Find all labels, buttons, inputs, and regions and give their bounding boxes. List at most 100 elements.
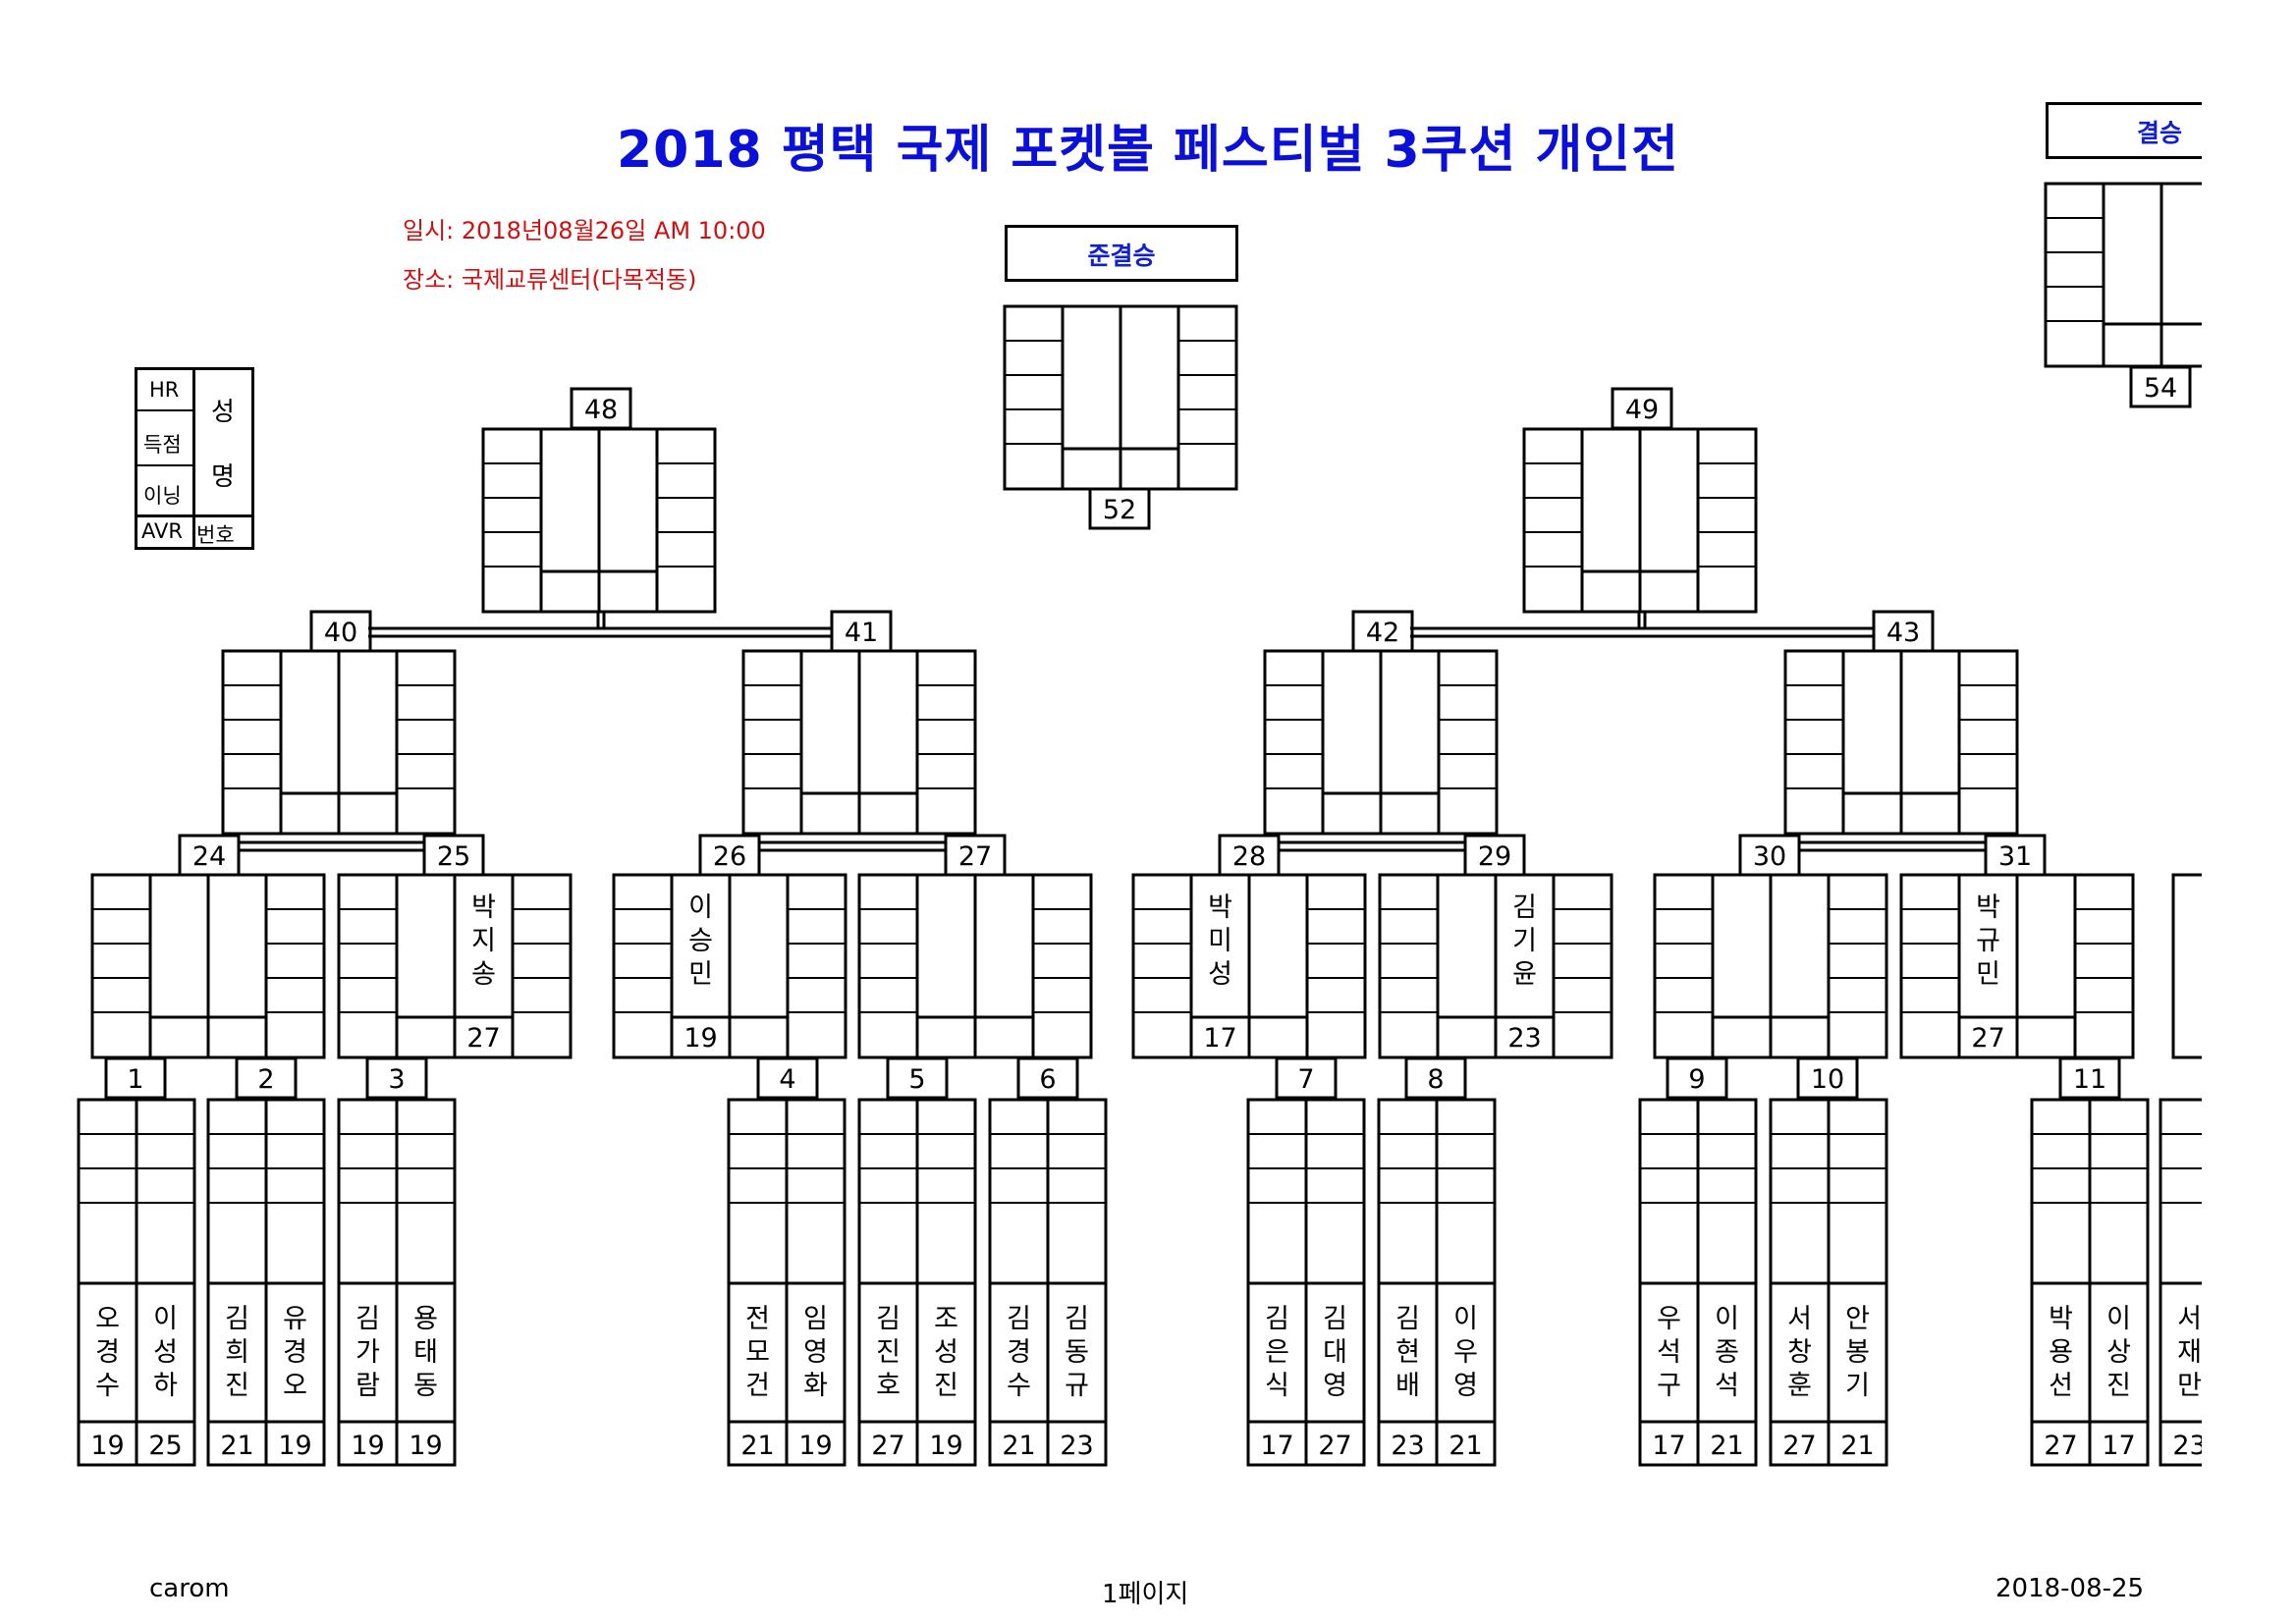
legend-hr: HR: [149, 378, 180, 402]
first-round-player-name: 경: [283, 1337, 307, 1368]
first-round-player-name: 수: [95, 1371, 120, 1401]
first-round-player-name: 수: [1007, 1371, 1031, 1401]
first-round-player-name: 김: [225, 1304, 249, 1334]
first-round-player-name: 가: [355, 1337, 380, 1368]
event-venue: 장소: 국제교류센터(다목적동): [403, 266, 697, 294]
first-round-player-number: 21: [1449, 1431, 1482, 1461]
first-round-player-name: 현: [1395, 1337, 1420, 1368]
match-number-box: [886, 1056, 949, 1100]
first-round-player-name: 이: [1715, 1304, 1739, 1334]
first-round-player-name: 진: [934, 1371, 958, 1401]
match-number: 41: [845, 618, 878, 648]
match-number-box: [1351, 610, 1414, 653]
first-round-player-number: 21: [220, 1431, 253, 1461]
seeded-player-name: 미: [1208, 926, 1232, 956]
seeded-player-number: 17: [1203, 1023, 1236, 1054]
match-number-box: [2058, 1056, 2121, 1100]
first-round-player-name: 규: [1065, 1371, 1089, 1401]
first-round-player-name: 오: [283, 1371, 307, 1401]
first-round-player-number: 25: [148, 1431, 182, 1461]
first-round-player-number: 27: [1782, 1431, 1816, 1461]
first-round-player-name: 김: [355, 1304, 380, 1334]
match-number-box: [1738, 834, 1801, 877]
seeded-player-number: 27: [466, 1023, 500, 1054]
match-number-box: [1218, 834, 1281, 877]
first-round-player-number: 19: [278, 1431, 311, 1461]
match-number-box: [1666, 1056, 1728, 1100]
first-round-player-name: 김: [1265, 1304, 1289, 1334]
seeded-player-name: 박: [471, 893, 496, 923]
match-number-box: [1872, 610, 1935, 653]
first-round-player-name: 호: [876, 1371, 901, 1401]
first-round-player-number: 27: [1318, 1431, 1351, 1461]
match-number-box: [1463, 834, 1526, 877]
match-number-box: [1016, 1056, 1079, 1100]
semifinal-header: 준결승: [1005, 225, 1238, 282]
first-round-player-name: 서: [2177, 1304, 2202, 1334]
first-round-player-name: 영: [803, 1337, 828, 1368]
legend-name-1: 성: [211, 398, 235, 427]
match-number-box: [1275, 1056, 1338, 1100]
first-round-player-number: 17: [1652, 1431, 1685, 1461]
match-number-box: [309, 610, 372, 653]
first-round-player-name: 진: [876, 1337, 901, 1368]
seeded-player-name: 기: [1512, 926, 1537, 956]
legend-box: HR 득점 이닝 AVR 성 명 번호: [135, 367, 254, 550]
bracket-sheet: 2018 평택 국제 포켓볼 페스티벌 3쿠션 개인전 일시: 2018년08월…: [77, 102, 2202, 1609]
match-number-box: [365, 1056, 428, 1100]
seeded-player-number: 27: [1971, 1023, 2004, 1054]
match-number: 26: [713, 841, 746, 872]
first-round-player-name: 동: [1065, 1337, 1089, 1368]
match-number-box: [1088, 487, 1151, 530]
first-round-player-number: 21: [1002, 1431, 1035, 1461]
first-round-player-name: 용: [2049, 1337, 2073, 1368]
first-round-player-name: 석: [1657, 1337, 1681, 1368]
final-box: [2044, 182, 2202, 368]
seeded-player-number: 19: [683, 1023, 717, 1054]
footer-page: 1페이지: [1102, 1580, 1189, 1609]
match-number-box: [178, 834, 241, 877]
seeded-player-name: 민: [1976, 959, 2000, 990]
first-round-player-name: 조: [934, 1304, 958, 1334]
legend-number: 번호: [196, 523, 235, 547]
first-round-player-name: 하: [153, 1371, 178, 1401]
first-round-player-name: 서: [1787, 1304, 1812, 1334]
legend-score: 득점: [143, 433, 182, 457]
match-number-box: [2129, 365, 2192, 408]
match-number-box: [830, 610, 893, 653]
match-number: 54: [2144, 373, 2177, 404]
match-number: 10: [1811, 1064, 1844, 1095]
final-header: 결승: [2046, 102, 2202, 159]
first-round-player-name: 진: [2106, 1371, 2131, 1401]
first-round-player-number: 19: [409, 1431, 442, 1461]
match-number: 27: [958, 841, 992, 872]
first-round-player-name: 건: [745, 1371, 770, 1401]
match-number: 42: [1366, 618, 1399, 648]
first-round-player-name: 은: [1265, 1337, 1289, 1368]
first-round-player-name: 동: [413, 1371, 438, 1401]
seeded-player-name: 승: [688, 926, 713, 956]
match-number: 11: [2073, 1064, 2106, 1095]
seeded-player-name: 윤: [1512, 959, 1537, 990]
match-number: 43: [1886, 618, 1920, 648]
first-round-player-name: 구: [1657, 1371, 1681, 1401]
first-round-player-name: 경: [1007, 1337, 1031, 1368]
first-round-player-name: 임: [803, 1304, 828, 1334]
first-round-player-name: 김: [1007, 1304, 1031, 1334]
match-number-box: [1611, 387, 1673, 430]
legend-name-2: 명: [211, 462, 235, 492]
match-number: 24: [192, 841, 226, 872]
first-round-player-number: 23: [1060, 1431, 1093, 1461]
footer-left: carom: [149, 1574, 230, 1603]
match-number: 4: [779, 1064, 795, 1095]
first-round-player-number: 23: [2172, 1431, 2202, 1461]
first-round-player-name: 진: [225, 1371, 249, 1401]
seeded-player-name: 송: [471, 959, 496, 990]
match-number: 2: [257, 1064, 274, 1095]
first-round-player-name: 영: [1323, 1371, 1347, 1401]
match-number-box: [944, 834, 1007, 877]
match-number: 6: [1039, 1064, 1056, 1095]
first-round-player-name: 훈: [1787, 1371, 1812, 1401]
first-round-player-name: 성: [934, 1337, 958, 1368]
